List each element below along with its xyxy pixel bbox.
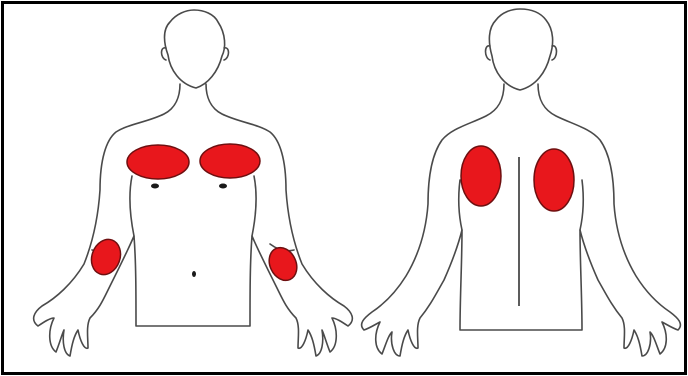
front-navel-mark [192,271,196,277]
front-right-chest-highlight [200,144,260,178]
front-nipple-right-mark [219,184,227,189]
front-nipple-left-mark [151,184,159,189]
front-left-chest-highlight [127,145,189,179]
back-left-upper-back-highlight [461,146,501,206]
back-right-upper-back-highlight [534,149,574,211]
